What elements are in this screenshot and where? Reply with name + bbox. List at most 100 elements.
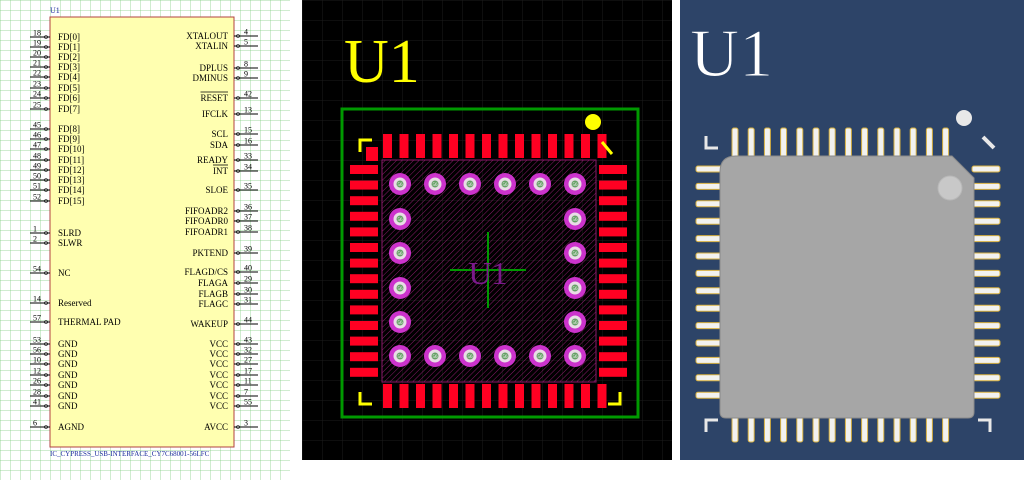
smd-pad[interactable]: [599, 258, 627, 268]
thermal-via[interactable]: 56: [494, 345, 516, 367]
smd-pad[interactable]: [350, 336, 378, 346]
corner-pad[interactable]: [366, 147, 378, 161]
smd-pad[interactable]: [416, 384, 425, 408]
smd-pad[interactable]: [449, 134, 458, 158]
smd-pad[interactable]: [383, 134, 392, 158]
smd-pad[interactable]: [599, 196, 627, 206]
thermal-via[interactable]: 56: [564, 242, 586, 264]
thermal-via[interactable]: 56: [564, 311, 586, 333]
thermal-via[interactable]: 56: [529, 345, 551, 367]
smd-pad[interactable]: [599, 227, 627, 237]
smd-pad[interactable]: [599, 367, 627, 377]
smd-pad[interactable]: [465, 134, 475, 158]
thermal-via[interactable]: 56: [564, 208, 586, 230]
thermal-via[interactable]: 56: [389, 277, 411, 299]
smd-pad[interactable]: [350, 211, 378, 221]
smd-pad[interactable]: [416, 134, 425, 158]
thermal-via[interactable]: 56: [459, 345, 481, 367]
package-body-3d[interactable]: [719, 155, 975, 419]
smd-pad[interactable]: [350, 165, 378, 174]
smd-pad[interactable]: [599, 321, 627, 330]
smd-pad[interactable]: [383, 384, 392, 408]
smd-pad[interactable]: [350, 180, 378, 190]
thermal-via[interactable]: 56: [494, 173, 516, 195]
smd-pad[interactable]: [482, 384, 491, 408]
smd-pad[interactable]: [350, 243, 378, 252]
smd-pad[interactable]: [599, 180, 627, 190]
thermal-via[interactable]: 56: [389, 311, 411, 333]
thermal-via[interactable]: 56: [564, 345, 586, 367]
thermal-via[interactable]: 56: [389, 345, 411, 367]
thermal-via[interactable]: 56: [529, 173, 551, 195]
smd-pad[interactable]: [531, 134, 541, 158]
smd-pad[interactable]: [350, 196, 378, 206]
smd-pad[interactable]: [399, 134, 409, 158]
thermal-via[interactable]: 56: [459, 173, 481, 195]
smd-pad[interactable]: [548, 384, 557, 408]
thermal-via[interactable]: 56: [389, 208, 411, 230]
smd-pad[interactable]: [597, 134, 607, 158]
smd-pad[interactable]: [350, 227, 378, 237]
smd-pad[interactable]: [498, 134, 508, 158]
smd-pad[interactable]: [432, 134, 442, 158]
thermal-via[interactable]: 56: [424, 173, 446, 195]
smd-pad[interactable]: [350, 352, 378, 362]
smd-pad[interactable]: [599, 243, 627, 252]
thermal-via[interactable]: 56: [564, 173, 586, 195]
smd-pad[interactable]: [350, 289, 378, 299]
thermal-via[interactable]: 56: [564, 277, 586, 299]
thermal-via[interactable]: 56: [389, 242, 411, 264]
smd-pad[interactable]: [465, 384, 475, 408]
smd-pad[interactable]: [564, 384, 574, 408]
smd-pad[interactable]: [548, 134, 557, 158]
smd-pad[interactable]: [564, 134, 574, 158]
smd-pad[interactable]: [599, 336, 627, 346]
smd-pad[interactable]: [515, 384, 524, 408]
smd-pad[interactable]: [581, 134, 590, 158]
smd-pad[interactable]: [599, 352, 627, 362]
component-body[interactable]: [49, 16, 235, 448]
smd-pad[interactable]: [449, 384, 458, 408]
